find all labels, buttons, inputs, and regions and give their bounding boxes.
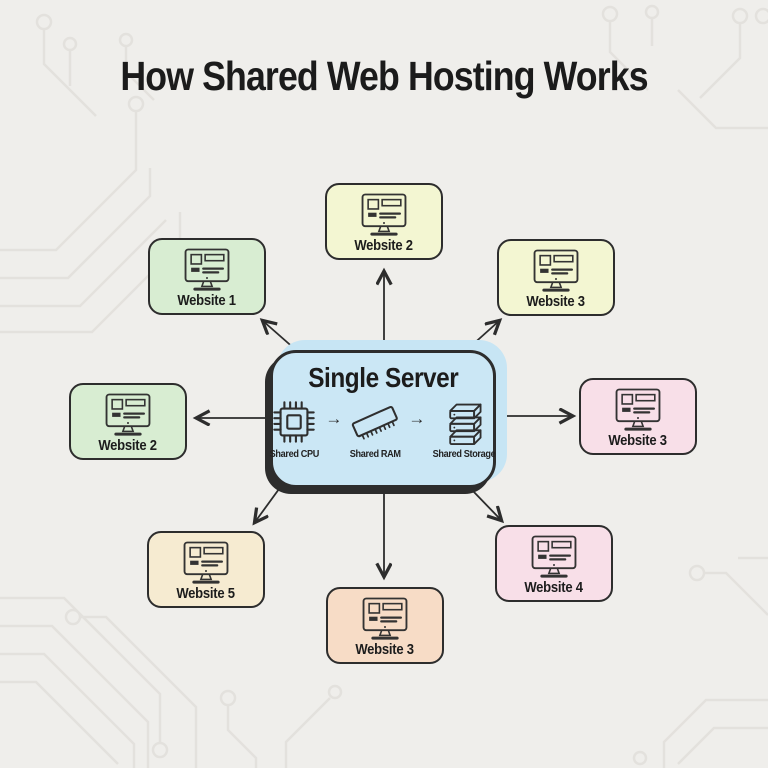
monitor-icon — [100, 393, 156, 438]
website-label: Website 4 — [524, 578, 584, 596]
single-server-box: Single Server Shared CPU → Shared RAM → … — [269, 350, 496, 488]
shared-cpu-component: Shared CPU — [266, 398, 323, 460]
server-title: Single Server — [307, 362, 459, 393]
website-label: Website 3 — [608, 431, 668, 449]
storage-icon — [441, 398, 487, 446]
website-box-left: Website 2 — [69, 383, 187, 460]
shared-storage-component: Shared Storage — [428, 398, 500, 460]
shared-ram-component: Shared RAM — [345, 400, 405, 460]
website-label: Website 5 — [176, 584, 236, 602]
arrow-to-bottom-right — [471, 489, 501, 520]
website-box-top-left: Website 1 — [148, 238, 266, 315]
website-label: Website 3 — [355, 640, 415, 658]
server-components: Shared CPU → Shared RAM → Shared Storage — [269, 398, 496, 460]
website-label: Website 2 — [98, 436, 158, 454]
monitor-icon — [356, 193, 412, 238]
monitor-icon — [526, 535, 582, 580]
page-title: How Shared Web Hosting Works — [120, 53, 648, 99]
arrow-to-top-left — [263, 321, 297, 351]
monitor-icon — [178, 541, 234, 586]
monitor-icon — [610, 388, 666, 433]
website-box-bottom: Website 3 — [326, 587, 444, 664]
monitor-icon — [528, 249, 584, 294]
ram-icon — [345, 400, 405, 444]
website-box-top: Website 2 — [325, 183, 443, 260]
website-box-right: Website 3 — [579, 378, 697, 455]
cpu-icon — [270, 398, 318, 446]
website-box-bottom-right: Website 4 — [495, 525, 613, 602]
monitor-icon — [179, 248, 235, 293]
right-arrow-icon: → — [325, 408, 343, 428]
website-label: Website 2 — [354, 236, 414, 254]
shared-cpu-label: Shared CPU — [269, 448, 319, 460]
arrow-to-top-right — [469, 321, 499, 348]
shared-storage-label: Shared Storage — [433, 448, 496, 460]
monitor-icon — [357, 597, 413, 642]
shared-ram-label: Shared RAM — [349, 448, 401, 460]
arrow-to-bottom-left — [255, 488, 280, 522]
website-box-bottom-left: Website 5 — [147, 531, 265, 608]
website-label: Website 1 — [177, 291, 237, 309]
website-box-top-right: Website 3 — [497, 239, 615, 316]
right-arrow-icon: → — [408, 408, 426, 428]
website-label: Website 3 — [526, 292, 586, 310]
